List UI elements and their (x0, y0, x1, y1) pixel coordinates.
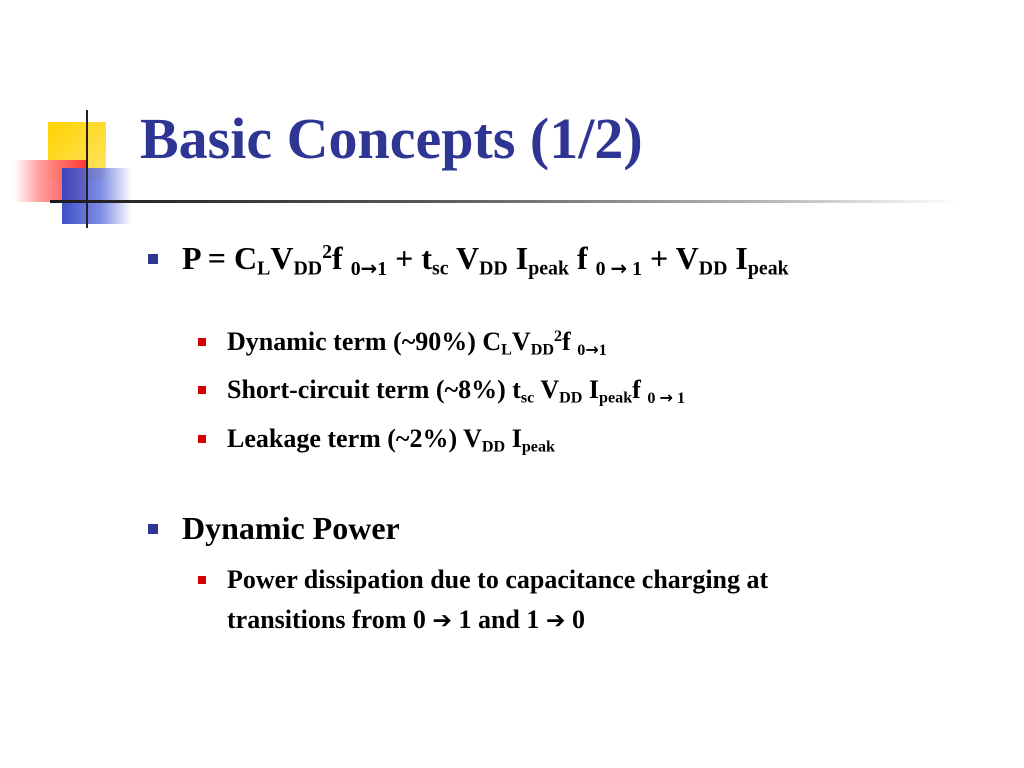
dynamic-power-detail-item: Power dissipation due to capacitance cha… (198, 564, 769, 596)
ornament-yellow-square (48, 122, 106, 180)
formula-text: P = CLVDD2f 0→1 + tsc VDD Ipeak f 0 → 1 … (182, 240, 789, 280)
right-arrow-icon: → (610, 256, 628, 280)
bullet-square-icon (148, 254, 158, 264)
bullet-square-icon (198, 338, 206, 346)
dynamic-power-detail-line-2: transitions from 0 ➔ 1 and 1 ➔ 0 (227, 605, 585, 634)
short-circuit-term-item: Short-circuit term (~8%) tsc VDD Ipeakf … (198, 374, 685, 407)
bullet-square-icon (198, 435, 206, 443)
slide-title: Basic Concepts (1/2) (140, 106, 643, 171)
bullet-square-icon (198, 576, 206, 584)
bullet-square-icon (198, 386, 206, 394)
formula-bullet: P = CLVDD2f 0→1 + tsc VDD Ipeak f 0 → 1 … (148, 238, 789, 280)
dynamic-power-bullet: Dynamic Power (148, 508, 400, 548)
ornament-vertical-line (86, 110, 88, 228)
ornament-red-bar (14, 160, 86, 202)
ornament-blue-square (62, 168, 132, 224)
dynamic-term-item: Dynamic term (~90%) CLVDD2f 0→1 (198, 326, 607, 359)
right-arrow-icon: → (659, 387, 673, 407)
right-arrow-icon: ➔ (432, 606, 452, 634)
dynamic-power-heading: Dynamic Power (182, 510, 400, 546)
dynamic-power-line-1: Power dissipation due to capacitance cha… (227, 565, 769, 594)
leakage-term-item: Leakage term (~2%) VDD Ipeak (198, 423, 555, 455)
right-arrow-icon: ➔ (545, 606, 566, 634)
bullet-square-icon (148, 524, 158, 534)
right-arrow-icon: → (585, 339, 599, 359)
title-underline (50, 200, 960, 203)
right-arrow-icon: → (360, 256, 378, 280)
